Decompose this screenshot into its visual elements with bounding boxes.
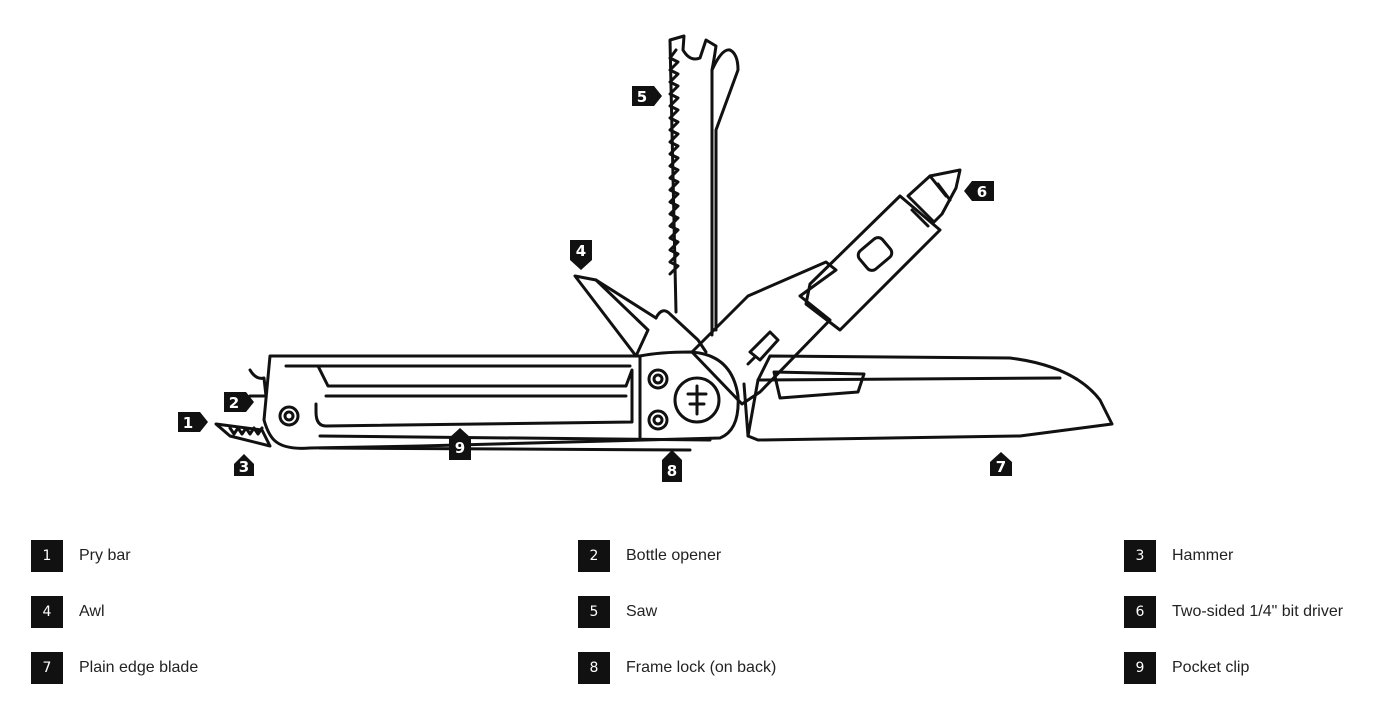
legend-item: 7 Plain edge blade xyxy=(31,652,198,684)
saw-teeth xyxy=(668,48,680,276)
legend-number: 7 xyxy=(31,652,63,684)
callout-1: 1 xyxy=(178,412,208,432)
legend-number: 3 xyxy=(1124,540,1156,572)
legend-label: Awl xyxy=(79,603,105,620)
legend-number: 8 xyxy=(578,652,610,684)
legend-label: Saw xyxy=(626,603,658,620)
legend-number: 5 xyxy=(578,596,610,628)
legend-label: Pocket clip xyxy=(1172,659,1250,676)
callout-6-text: 6 xyxy=(977,183,987,201)
callout-6: 6 xyxy=(964,181,994,201)
blade-tool xyxy=(742,354,1114,442)
legend-item: 8 Frame lock (on back) xyxy=(578,652,776,684)
legend-number: 6 xyxy=(1124,596,1156,628)
callout-7: 7 xyxy=(990,452,1012,476)
callout-3-text: 3 xyxy=(239,458,249,476)
legend-item: 3 Hammer xyxy=(1124,540,1233,572)
legend-label: Plain edge blade xyxy=(79,659,199,676)
callout-5: 5 xyxy=(632,86,662,106)
callout-8-text: 8 xyxy=(667,462,677,480)
bit-driver-tool xyxy=(690,168,962,406)
callout-1-text: 1 xyxy=(183,414,193,432)
callout-8: 8 xyxy=(662,450,682,482)
saw-tool xyxy=(654,34,740,354)
callout-7-text: 7 xyxy=(996,458,1006,476)
callout-2-text: 2 xyxy=(229,394,239,412)
callout-3: 3 xyxy=(234,454,254,476)
callout-5-text: 5 xyxy=(637,88,647,106)
legend-label: Two-sided 1/4" bit driver xyxy=(1172,603,1344,620)
legend-item: 4 Awl xyxy=(31,596,105,628)
pry-bar-tool xyxy=(214,368,272,448)
callout-4: 4 xyxy=(570,240,592,270)
awl-tool xyxy=(573,274,658,358)
callout-9-text: 9 xyxy=(455,439,465,457)
legend-item: 6 Two-sided 1/4" bit driver xyxy=(1124,596,1343,628)
legend-number: 2 xyxy=(578,540,610,572)
handle xyxy=(262,350,740,450)
callout-9: 9 xyxy=(449,428,471,460)
legend-label: Frame lock (on back) xyxy=(626,659,777,676)
legend: 1 Pry bar 2 Bottle opener 3 Hammer 4 Awl… xyxy=(0,528,1378,708)
multitool-diagram: 1 2 3 4 5 6 7 8 9 xyxy=(178,34,1114,482)
callout-4-text: 4 xyxy=(576,242,586,260)
legend-label: Bottle opener xyxy=(626,547,722,564)
callout-2: 2 xyxy=(224,392,254,412)
legend-item: 1 Pry bar xyxy=(31,540,131,572)
legend-number: 1 xyxy=(31,540,63,572)
legend-item: 5 Saw xyxy=(578,596,657,628)
legend-number: 9 xyxy=(1124,652,1156,684)
legend-label: Pry bar xyxy=(79,547,131,564)
legend-item: 9 Pocket clip xyxy=(1124,652,1249,684)
legend-item: 2 Bottle opener xyxy=(578,540,721,572)
legend-label: Hammer xyxy=(1172,547,1234,564)
pocket-clip xyxy=(318,434,712,452)
legend-number: 4 xyxy=(31,596,63,628)
